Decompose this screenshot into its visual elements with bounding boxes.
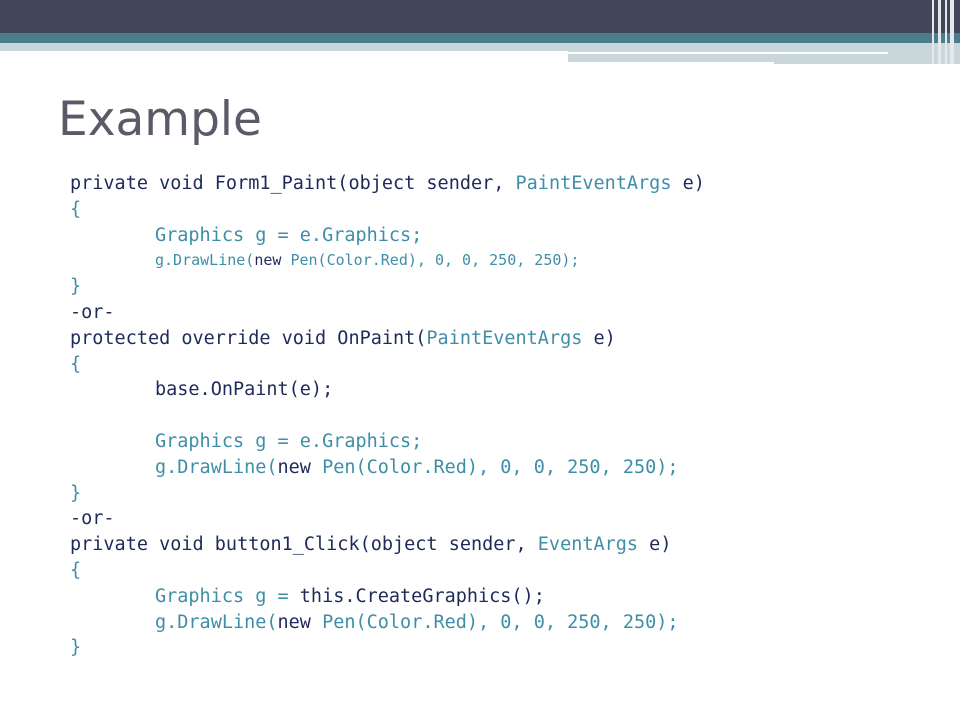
header-line [568,52,888,54]
code-token: g.DrawLine( [155,456,278,478]
code-token: } [70,276,82,298]
code-line: } [70,481,705,507]
code-token: { [70,353,82,375]
code-line: Graphics g = e.Graphics; [70,429,705,455]
code-line: private void Form1_Paint(object sender, … [70,171,705,197]
code-token: } [70,637,82,659]
code-token: Pen(Color.Red), 0, 0, 250, 250); [310,456,679,478]
code-line: base.OnPaint(e); [70,377,705,403]
code-token: this.CreateGraphics(); [299,585,545,607]
code-token: new [277,456,311,478]
code-token: { [70,198,82,220]
code-token: Graphics g = e.Graphics; [155,224,423,246]
code-token: private void Form1_Paint(object sender, [70,173,516,194]
code-line: } [70,635,705,661]
code-line: { [70,197,705,223]
code-line: { [70,352,705,378]
code-token: } [70,482,82,504]
code-line: g.DrawLine(new Pen(Color.Red), 0, 0, 250… [70,455,705,481]
code-token: e) [582,327,616,349]
code-line: Graphics g = e.Graphics; [70,223,705,249]
code-token: private void button1_Click(object sender… [70,534,538,556]
code-token: g.DrawLine( [155,251,255,270]
header-bar-teal [0,33,960,43]
slide-title: Example [58,92,262,147]
code-token: PaintEventArgs [515,173,672,194]
header-bar-light [0,43,568,51]
code-line: private void button1_Click(object sender… [70,532,705,558]
code-line: -or- [70,506,705,532]
code-token: Pen(Color.Red), 0, 0, 250, 250); [310,611,679,633]
header-vertical-lines [930,0,960,64]
code-token: base.OnPaint(e); [155,379,334,401]
code-line: g.DrawLine(new Pen(Color.Red), 0, 0, 250… [70,610,705,636]
code-line: -or- [70,300,705,326]
code-block: private void Form1_Paint(object sender, … [70,171,705,661]
header-bar-dark [0,0,960,33]
code-token: -or- [70,301,115,323]
code-token: e) [671,173,705,194]
code-token: PaintEventArgs [426,327,583,349]
code-token: g.DrawLine( [155,611,278,633]
code-line: Graphics g = this.CreateGraphics(); [70,584,705,610]
code-token: new [277,611,311,633]
code-line [70,403,705,429]
code-token: protected override void OnPaint( [70,327,427,349]
code-token: Graphics g = [155,585,300,607]
code-token: EventArgs [537,534,639,556]
code-token: new [254,251,282,270]
header-line [568,62,774,64]
code-token: -or- [70,508,115,530]
code-line: } [70,274,705,300]
code-line: g.DrawLine(new Pen(Color.Red), 0, 0, 250… [70,248,705,274]
code-line: protected override void OnPaint(PaintEve… [70,326,705,352]
code-token: { [70,559,82,581]
code-token: e) [638,534,672,556]
code-token: Graphics g = e.Graphics; [155,430,423,452]
code-line: { [70,558,705,584]
code-token: Pen(Color.Red), 0, 0, 250, 250); [281,251,580,270]
